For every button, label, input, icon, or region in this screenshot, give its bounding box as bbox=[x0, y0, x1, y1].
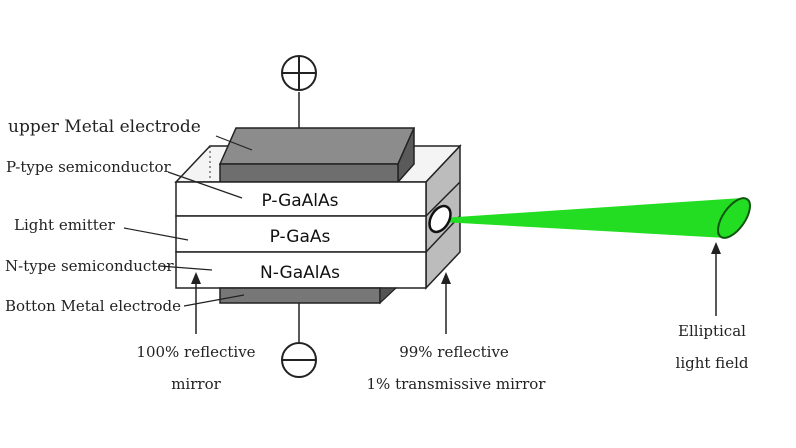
layer-label-bottom: N-GaAlAs bbox=[260, 263, 340, 283]
leader-n-type bbox=[159, 265, 213, 271]
label-right-mirror-line2: 1% transmissive mirror bbox=[367, 375, 547, 393]
label-left-mirror-line2: mirror bbox=[171, 375, 221, 393]
label-bottom-electrode: Botton Metal electrode bbox=[5, 297, 181, 315]
label-light-emitter: Light emitter bbox=[14, 216, 116, 234]
label-p-type: P-type semiconductor bbox=[6, 158, 172, 176]
layer-p-gaas bbox=[175, 215, 427, 253]
minus-circle-icon bbox=[281, 342, 317, 378]
leader-upper-electrode bbox=[215, 135, 253, 151]
leader-p-type bbox=[167, 171, 243, 199]
label-upper-electrode: upper Metal electrode bbox=[8, 117, 201, 137]
arrow-left-mirror bbox=[191, 272, 201, 334]
layer-p-gaalas bbox=[175, 181, 427, 217]
plus-circle-icon bbox=[281, 55, 317, 91]
leader-bottom-electrode bbox=[183, 294, 245, 307]
arrow-right-mirror bbox=[441, 272, 451, 334]
label-n-type: N-type semiconductor bbox=[5, 257, 174, 275]
right-face-divider-1 bbox=[425, 181, 461, 217]
upper-electrode-front bbox=[219, 163, 399, 183]
label-output-line2: light field bbox=[676, 354, 749, 372]
arrow-light-field bbox=[711, 242, 721, 316]
light-beam bbox=[442, 198, 742, 238]
leader-light-emitter bbox=[123, 227, 189, 241]
emission-aperture bbox=[428, 204, 452, 234]
label-right-mirror-line1: 99% reflective bbox=[399, 343, 509, 361]
layer-label-middle: P-GaAs bbox=[270, 227, 331, 247]
label-left-mirror-line1: 100% reflective bbox=[136, 343, 255, 361]
bottom-electrode-side bbox=[379, 287, 398, 305]
label-output-line1: Elliptical bbox=[678, 322, 746, 340]
layer-label-top: P-GaAlAs bbox=[261, 191, 338, 211]
upper-electrode-top bbox=[218, 127, 416, 165]
elliptical-light-field bbox=[717, 197, 751, 239]
